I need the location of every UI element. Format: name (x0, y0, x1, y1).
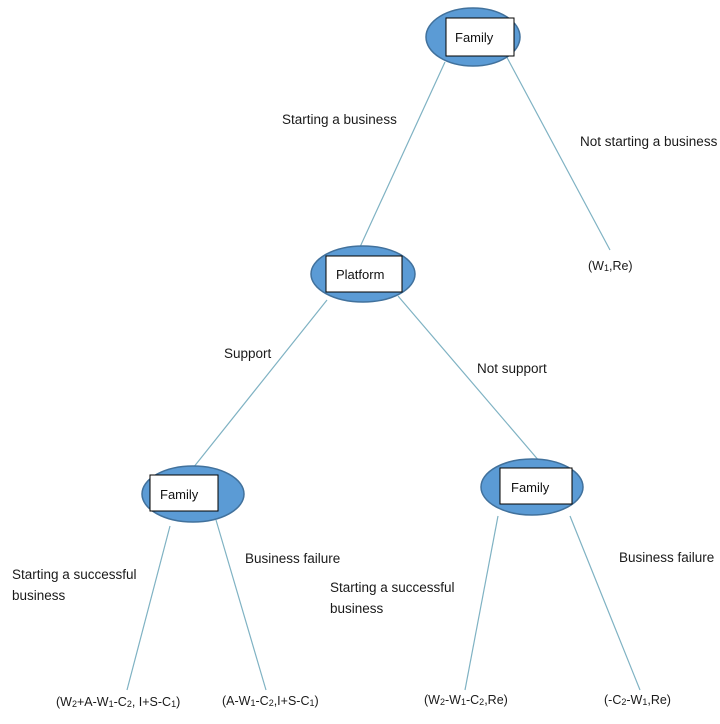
payoff-text: ,Re) (608, 259, 633, 273)
payoff-text: (-C (604, 693, 622, 707)
payoff-text: (W (588, 259, 604, 273)
label-left-failure: Business failure (245, 551, 341, 566)
payoff-text: ,Re) (484, 693, 508, 707)
payoff-subscript: 1 (309, 698, 315, 708)
payoff-text: -W (626, 693, 643, 707)
payoff-support-success: (W2+A-W1-C2, I+S-C1) (56, 695, 180, 709)
node-family-left-label: Family (160, 487, 199, 502)
label-support: Support (224, 346, 272, 361)
payoff-text: ) (314, 694, 319, 708)
label-right-success: Starting a successful business (330, 580, 455, 616)
edge-not-support (397, 295, 541, 463)
node-platform-label: Platform (336, 267, 384, 282)
payoff-nosupport-success: (W2-W1-C2,Re) (424, 693, 508, 707)
edge-start-business (359, 61, 446, 248)
node-root-label: Family (455, 30, 494, 45)
node-platform: Platform (310, 245, 416, 303)
payoff-text: ) (176, 695, 181, 709)
payoff-text: -C (113, 695, 127, 709)
payoff-subscript: 1 (171, 699, 177, 709)
node-family-left: Family (141, 465, 245, 523)
edge-left-success (126, 525, 171, 691)
payoff-text: -C (255, 694, 269, 708)
edge-right-success (464, 515, 499, 691)
node-family-right: Family (480, 458, 584, 516)
payoff-subscript: 2 (268, 698, 274, 708)
label-not-support: Not support (477, 361, 547, 376)
payoff-text: (W (56, 695, 72, 709)
payoff-text: (A-W (222, 694, 251, 708)
edge-not-start-business (502, 49, 611, 251)
label-start-business: Starting a business (282, 112, 397, 127)
payoff-support-failure: (A-W1-C2,I+S-C1) (222, 694, 319, 708)
edge-right-failure (569, 515, 641, 691)
payoff-subscript: 2 (621, 697, 627, 707)
payoff-text: ,I+S-C (273, 694, 310, 708)
payoff-subscript: 2 (71, 699, 77, 709)
payoff-text: ,Re) (647, 693, 671, 707)
edge-left-failure (215, 519, 267, 691)
payoff-nosupport-failure: (-C2-W1,Re) (604, 693, 671, 707)
payoff-text: +A-W (76, 695, 109, 709)
label-left-success: Starting a successful business (12, 567, 137, 603)
payoff-subscript: 1 (108, 699, 114, 709)
payoff-text: (W (424, 693, 440, 707)
payoff-not-start: (W1,Re) (588, 259, 633, 273)
payoff-subscript: 2 (439, 697, 445, 707)
label-not-start-business: Not starting a business (580, 134, 718, 149)
node-family-right-label: Family (511, 480, 550, 495)
payoff-subscript: 1 (642, 697, 648, 707)
label-right-failure: Business failure (619, 550, 715, 565)
payoff-subscript: 2 (126, 699, 132, 709)
payoff-text: , I+S-C (131, 695, 172, 709)
payoff-subscript: 1 (603, 263, 609, 273)
payoff-text: -W (444, 693, 461, 707)
payoff-subscript: 1 (460, 697, 466, 707)
edge-support (192, 299, 328, 469)
node-root-family: Family (425, 7, 521, 67)
payoff-subscript: 2 (479, 697, 485, 707)
payoff-subscript: 1 (250, 698, 256, 708)
payoff-text: -C (465, 693, 480, 707)
